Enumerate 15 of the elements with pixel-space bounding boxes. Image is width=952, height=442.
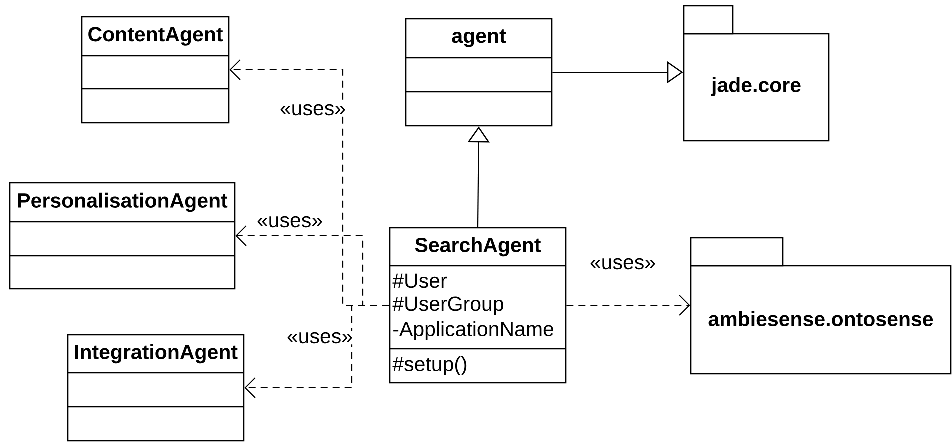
edge-label: «uses» <box>278 103 348 117</box>
class-name: agent <box>452 30 506 48</box>
edge-label: «uses» <box>256 215 324 229</box>
operation: #setup() <box>392 356 467 376</box>
class-name: ContentAgent <box>88 27 223 46</box>
class-name: SearchAgent <box>415 237 541 257</box>
class-name: PersonalisationAgent <box>18 192 228 212</box>
edge-label: «uses» <box>286 331 354 345</box>
attribute: #UserGroup <box>392 296 504 316</box>
attribute: #User <box>392 274 447 288</box>
edge-label: «uses» <box>588 257 658 271</box>
class-name: IntegrationAgent <box>75 344 238 364</box>
dependency-arrow <box>566 295 690 316</box>
attribute: -ApplicationName <box>394 321 554 341</box>
dependency-arrow <box>244 304 390 398</box>
